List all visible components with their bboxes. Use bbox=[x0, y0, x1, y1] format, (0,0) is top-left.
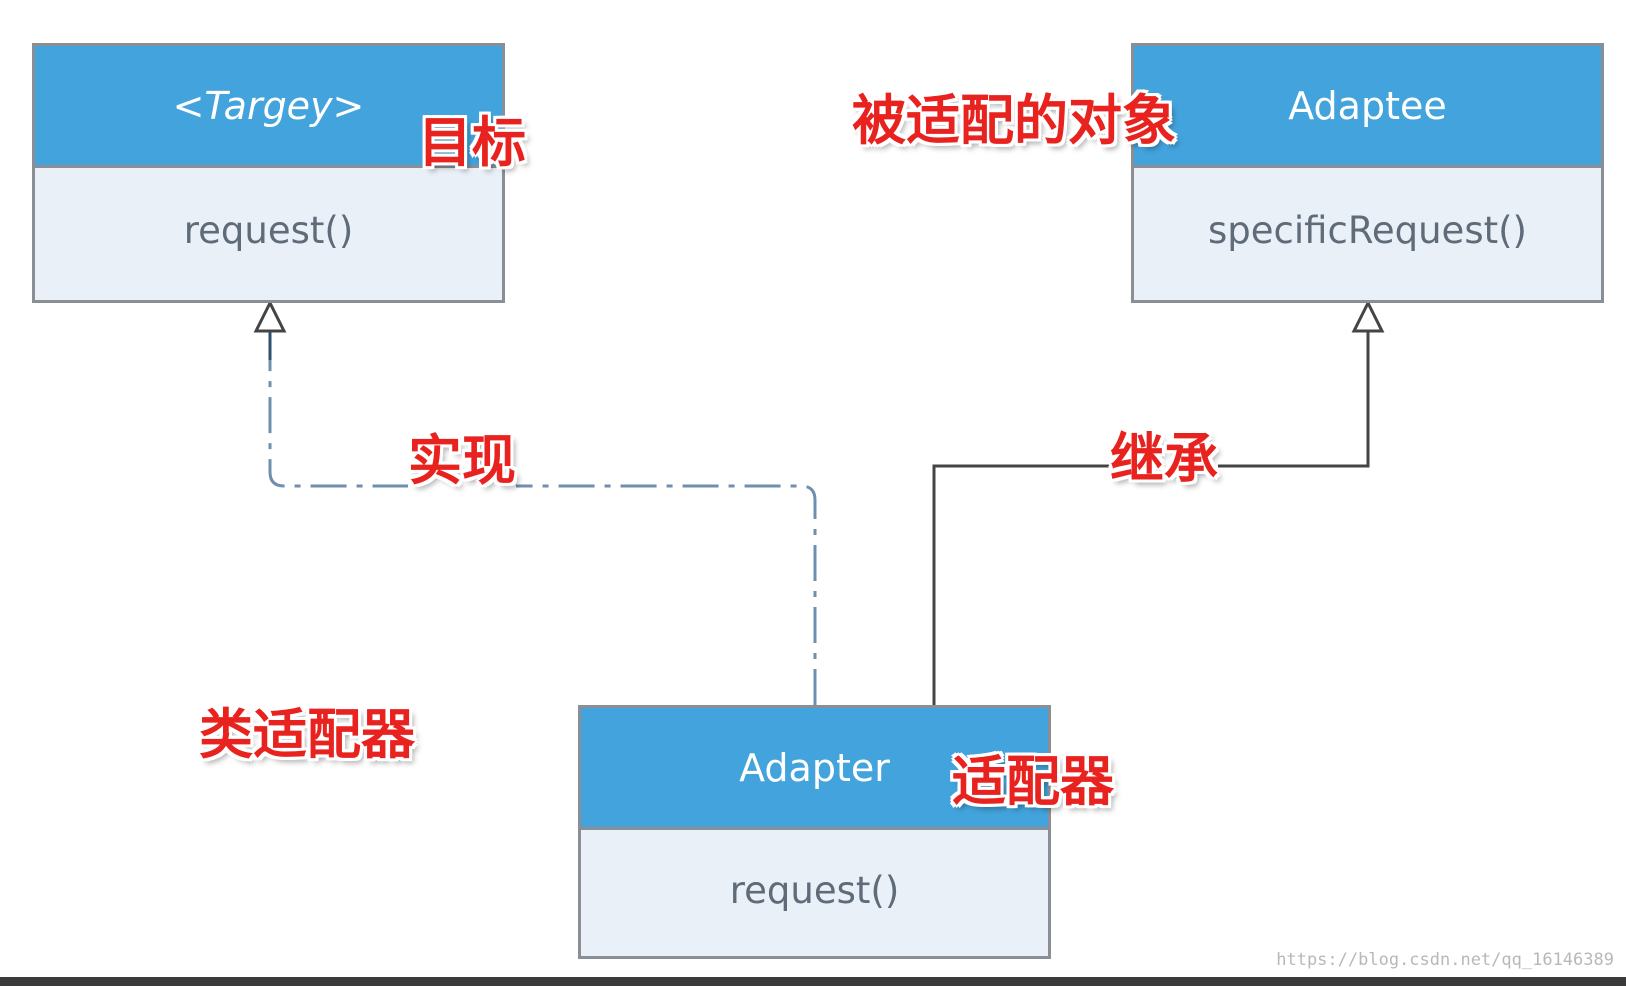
adaptee-class-name: Adaptee bbox=[1134, 46, 1601, 168]
adapter-class-box: Adapter request() bbox=[578, 705, 1051, 959]
footer-bar bbox=[0, 977, 1626, 986]
realization-arrowhead bbox=[253, 299, 287, 333]
class-adapter-annotation: 类适配器 bbox=[199, 703, 415, 766]
adapter-annotation: 适配器 bbox=[952, 750, 1114, 813]
adaptee-method: specificRequest() bbox=[1208, 208, 1527, 252]
adaptee-class-box: Adaptee specificRequest() bbox=[1131, 43, 1604, 303]
inherit-annotation: 继承 bbox=[1110, 427, 1218, 490]
target-method: request() bbox=[183, 208, 354, 252]
realization-line bbox=[268, 330, 817, 705]
target-annotation: 目标 bbox=[418, 111, 526, 174]
implement-annotation: 实现 bbox=[408, 429, 516, 492]
adaptee-annotation: 被适配的对象 bbox=[852, 89, 1176, 152]
adapter-class-name: Adapter bbox=[581, 708, 1048, 830]
target-class-name: <Targey> bbox=[35, 46, 502, 168]
watermark: https://blog.csdn.net/qq_16146389 bbox=[1276, 950, 1614, 970]
generalization-line bbox=[932, 331, 1370, 705]
target-class-box: <Targey> request() bbox=[32, 43, 505, 303]
adapter-method: request() bbox=[729, 869, 900, 912]
generalization-arrowhead bbox=[1351, 299, 1385, 333]
